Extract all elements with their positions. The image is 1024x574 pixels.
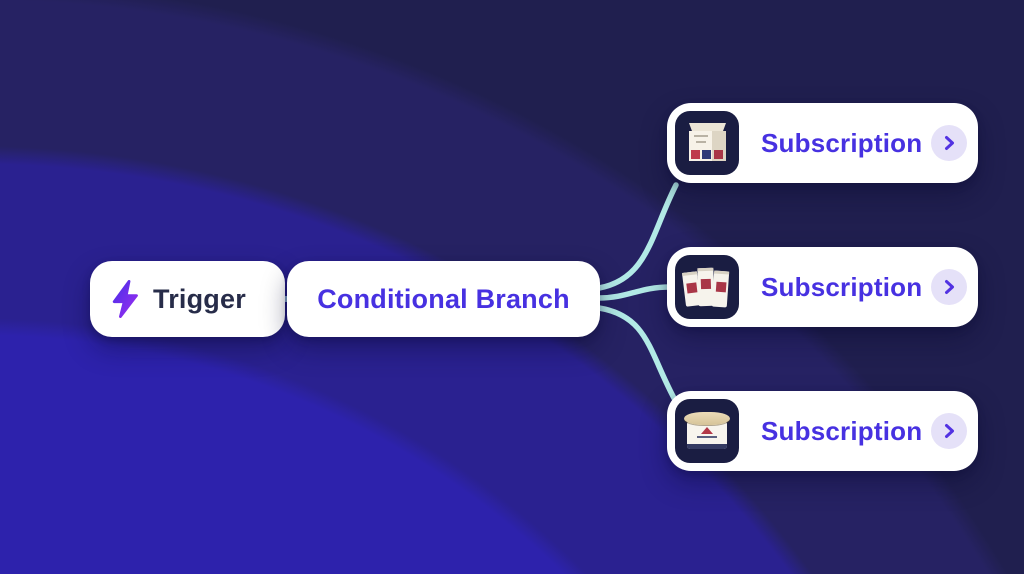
product-thumbnail-coffee-bags (675, 255, 739, 319)
cold-brew-box-illustration (686, 123, 728, 163)
conditional-branch-label: Conditional Branch (317, 283, 570, 314)
chevron-right-icon[interactable] (931, 413, 967, 449)
branch-to-sub2-connector (596, 284, 673, 301)
trigger-label: Trigger (153, 283, 246, 314)
chevron-right-icon[interactable] (931, 269, 967, 305)
subscription-label: Subscription (761, 271, 923, 302)
cream-jar-illustration (684, 412, 730, 450)
subscription-node-3[interactable]: Subscription (667, 391, 978, 471)
product-thumbnail-cream-jar (675, 399, 739, 463)
subscription-label: Subscription (761, 415, 923, 446)
trigger-node[interactable]: Trigger (90, 261, 285, 337)
lightning-bolt-icon (108, 280, 142, 318)
branch-to-sub3-connector (596, 305, 678, 403)
subscription-node-1[interactable]: Subscription (667, 103, 978, 183)
coffee-bags-illustration (675, 255, 739, 319)
subscription-label: Subscription (761, 127, 923, 158)
conditional-branch-node[interactable]: Conditional Branch (287, 261, 600, 337)
branch-to-sub1-connector (596, 182, 679, 291)
subscription-node-2[interactable]: Subscription (667, 247, 978, 327)
chevron-right-icon[interactable] (931, 125, 967, 161)
product-thumbnail-cold-brew-box (675, 111, 739, 175)
